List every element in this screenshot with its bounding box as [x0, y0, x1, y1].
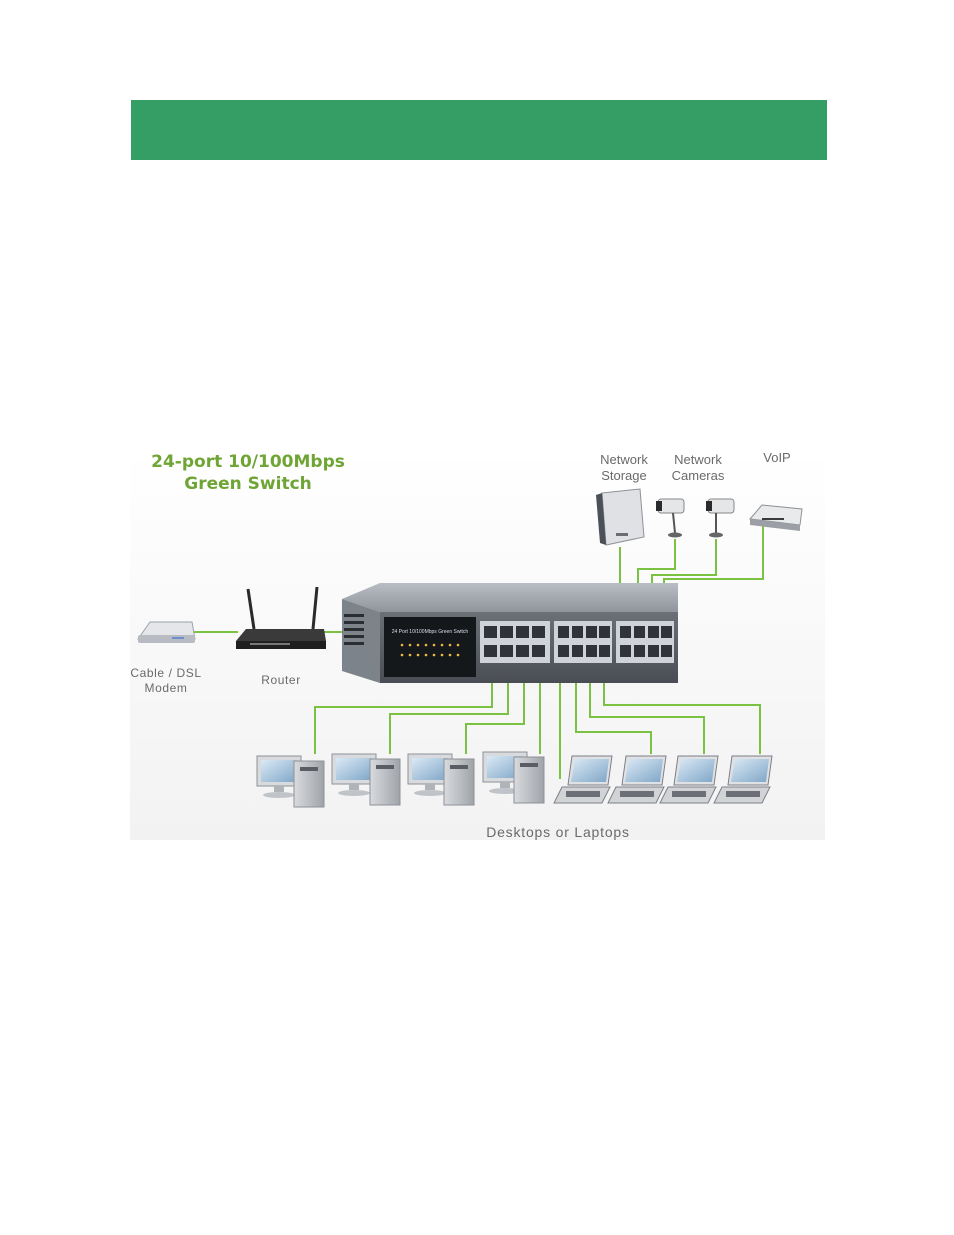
network-cameras-label-line1: Network: [674, 452, 722, 467]
voip-label: VoIP: [763, 450, 790, 465]
diagram-title-line2: Green Switch: [184, 474, 312, 494]
network-storage-device: [596, 489, 644, 545]
network-storage-label-line1: Network: [600, 452, 648, 467]
switch-model-label: 24 Port 10/100Mbps Green Switch: [392, 629, 469, 635]
diagram-title-line1: 24-port 10/100Mbps: [151, 452, 345, 472]
modem-label-line1: Cable / DSL: [130, 666, 201, 680]
clients-label: Desktops or Laptops: [486, 824, 630, 840]
header-bar: [131, 100, 827, 160]
network-cameras-label-line2: Cameras: [672, 468, 725, 483]
switch-device: 24 Port 10/100Mbps Green Switch: [342, 583, 678, 683]
modem-label-line2: Modem: [144, 681, 187, 695]
network-storage-label-line2: Storage: [601, 468, 647, 483]
network-diagram: 24-port 10/100Mbps Green Switch Network …: [130, 449, 825, 840]
router-label: Router: [261, 673, 301, 687]
